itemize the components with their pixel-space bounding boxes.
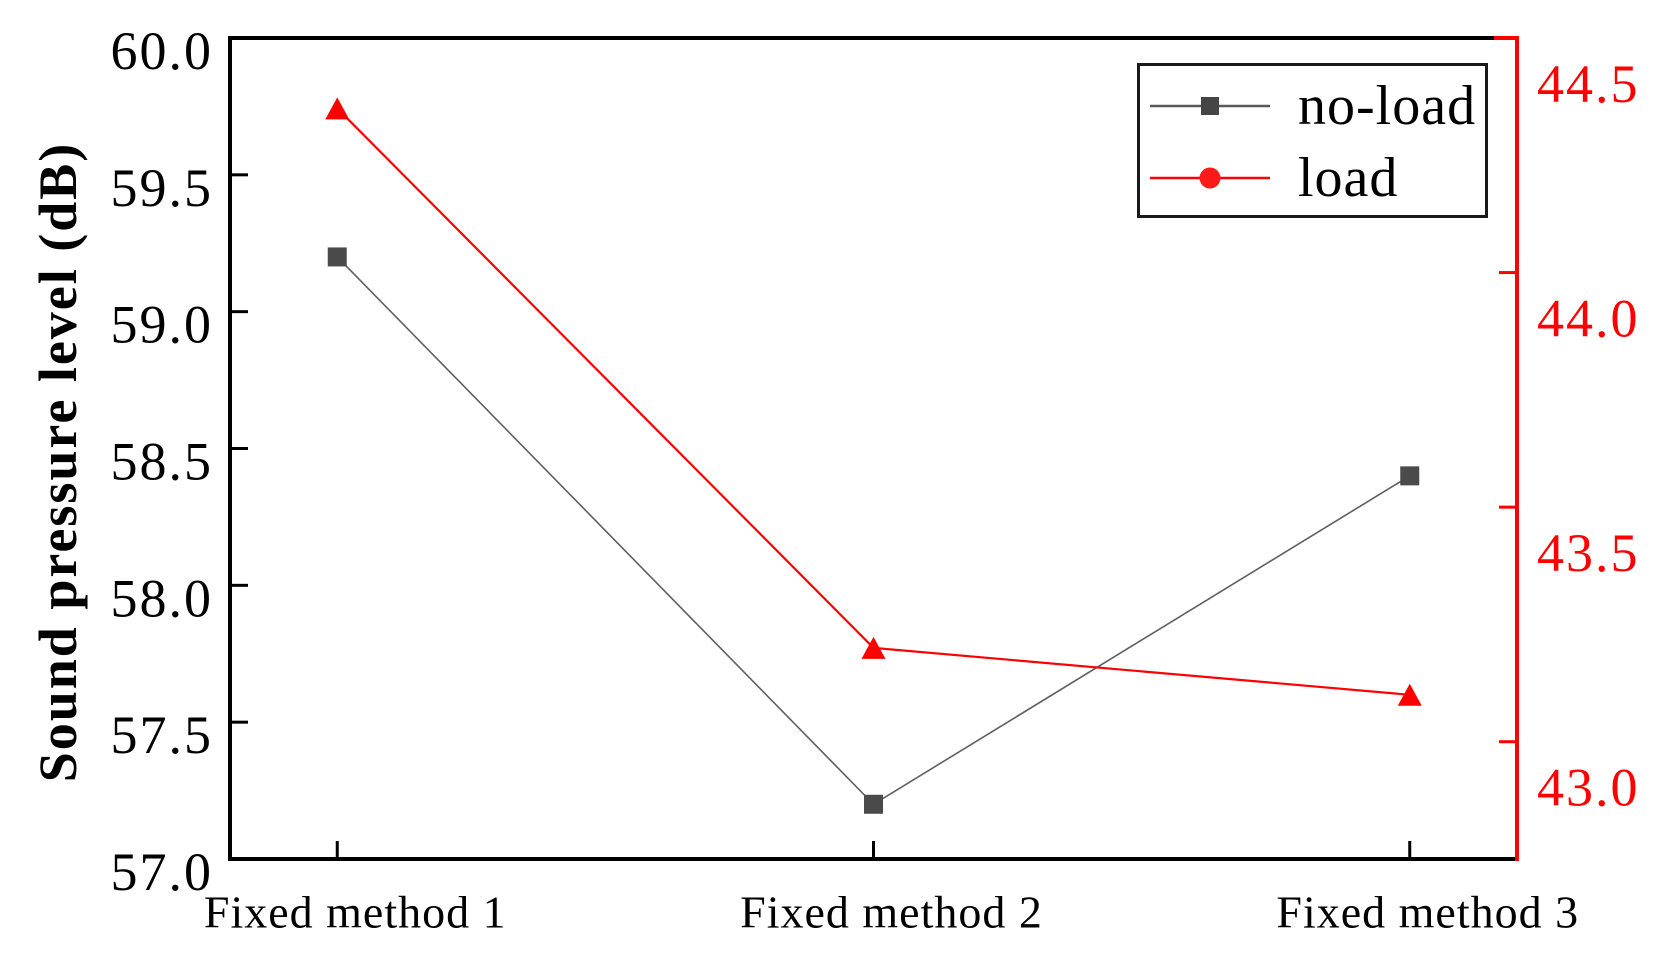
left-tick-label-1: 57.5 xyxy=(111,705,214,765)
no-load-marker-0 xyxy=(327,247,347,267)
axis-frame-black xyxy=(228,36,1517,861)
x-tick-label-0: Fixed method 1 xyxy=(204,887,507,938)
legend-entry-load: load xyxy=(1150,150,1398,206)
legend-label-no-load: no-load xyxy=(1298,75,1477,137)
legend: no-load load xyxy=(1137,63,1488,218)
legend-label-load: load xyxy=(1298,147,1399,209)
load-marker-2 xyxy=(1397,683,1422,706)
left-tick-label-3: 58.5 xyxy=(111,432,214,492)
right-tick-label-1: 43.5 xyxy=(1537,523,1640,583)
left-tick-label-4: 59.0 xyxy=(111,295,214,355)
load-marker-1 xyxy=(861,636,886,659)
legend-sample-no-load xyxy=(1150,97,1270,115)
legend-sample-load xyxy=(1150,167,1270,189)
right-tick-label-0: 43.0 xyxy=(1537,758,1640,818)
legend-entry-no-load: no-load xyxy=(1150,78,1476,134)
no-load-marker-2 xyxy=(1400,466,1420,486)
load-marker-0 xyxy=(325,97,350,120)
left-tick-label-2: 58.0 xyxy=(111,568,214,628)
left-tick-label-5: 59.5 xyxy=(111,158,214,218)
x-tick-label-1: Fixed method 2 xyxy=(740,887,1043,938)
right-tick-label-3: 44.5 xyxy=(1537,54,1640,114)
left-axis-title: Sound pressure level (dB) xyxy=(28,141,88,783)
left-tick-label-6: 60.0 xyxy=(111,21,214,81)
no-load-line xyxy=(336,256,1411,806)
x-tick-label-2: Fixed method 3 xyxy=(1276,887,1579,938)
no-load-legend-marker xyxy=(1201,97,1219,115)
load-legend-marker xyxy=(1199,167,1221,189)
left-tick-label-0: 57.0 xyxy=(111,842,214,902)
no-load-marker-1 xyxy=(864,794,883,814)
right-tick-label-2: 44.0 xyxy=(1537,289,1640,349)
